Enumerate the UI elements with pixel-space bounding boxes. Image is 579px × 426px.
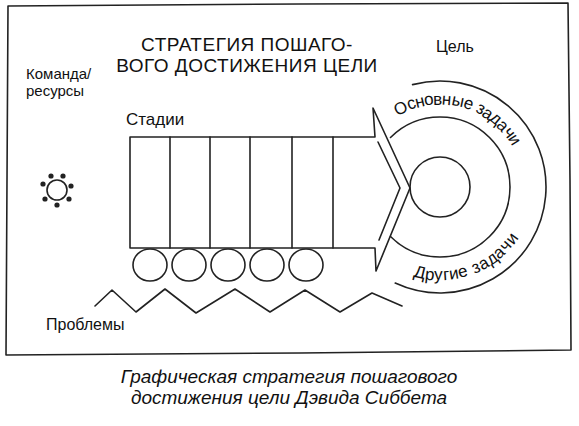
goal-label: Цель — [436, 38, 474, 56]
problems-zigzag — [95, 289, 402, 313]
team-label: Команда/ ресурсы — [26, 66, 114, 100]
team-icon — [47, 180, 67, 200]
stage-arrow — [130, 108, 410, 271]
stages-label: Стадии — [126, 110, 184, 129]
diagram-title: СТРАТЕГИЯ ПОШАГО- ВОГО ДОСТИЖЕНИЯ ЦЕЛИ — [116, 34, 378, 77]
caption: Графическая стратегия пошагового достиже… — [69, 366, 509, 409]
arrow-chevron — [378, 142, 400, 240]
outer-tasks-ring — [395, 81, 546, 293]
stage-dividers — [170, 137, 333, 248]
other-tasks-label: Другие задачи — [322, 69, 558, 305]
team-dots — [40, 173, 73, 207]
main-tasks-ring — [391, 117, 510, 257]
wheels — [133, 249, 323, 281]
goal-center — [410, 157, 470, 217]
sketch-frame — [6, 3, 571, 355]
problems-label: Проблемы — [46, 316, 124, 334]
